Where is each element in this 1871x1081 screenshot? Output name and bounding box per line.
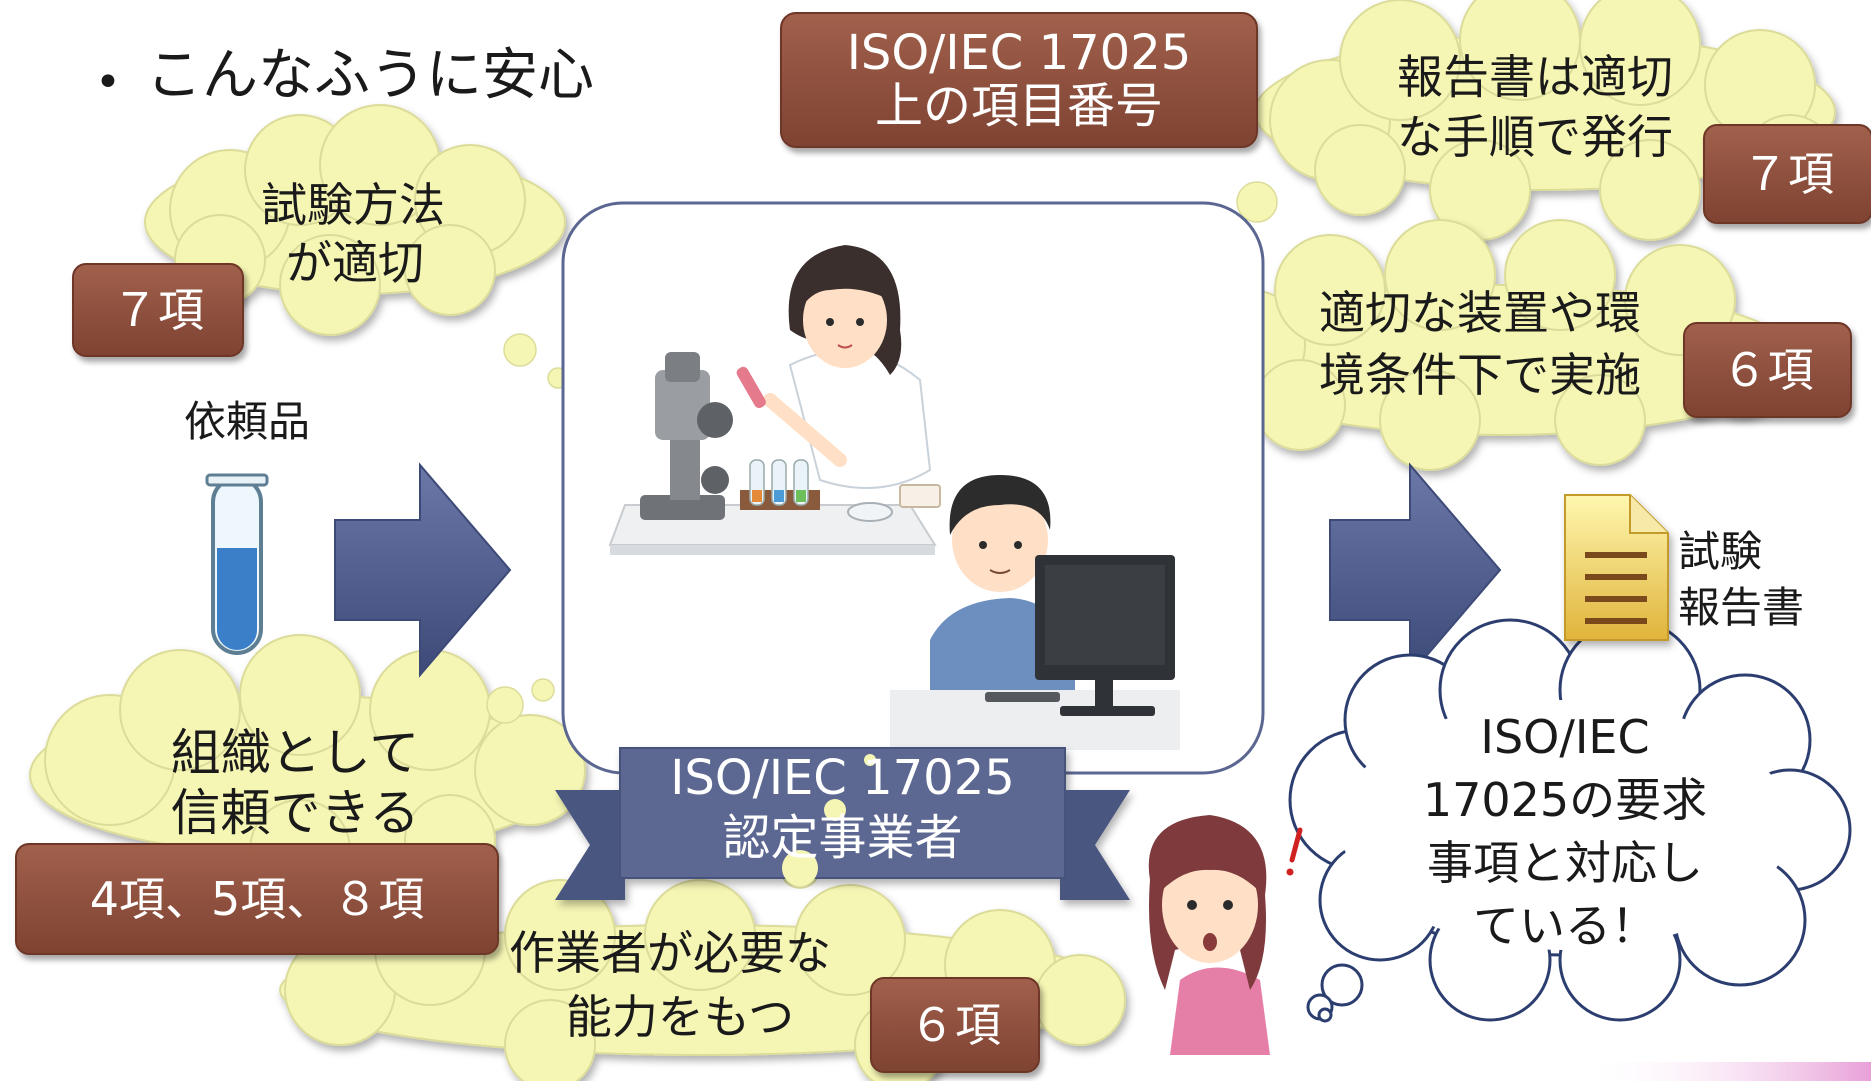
report-label-line1: 試験 — [1678, 527, 1763, 576]
sample-label: 依頼品 — [183, 397, 310, 446]
output-arrow — [1329, 462, 1502, 678]
thought-line1: ISO/IEC — [1480, 710, 1650, 764]
report-document-icon — [1564, 494, 1669, 641]
report-line2: な手順で発行 — [1397, 110, 1673, 164]
organization-line1: 組織として — [170, 724, 420, 782]
equipment-line1: 適切な装置や環 — [1319, 286, 1641, 340]
equipment-line2: 境条件下で実施 — [1319, 348, 1641, 402]
thought-cloud-fill — [1340, 700, 1790, 950]
corner-accent — [1580, 1062, 1871, 1081]
cloud-method — [144, 104, 566, 336]
scientist-woman-icon — [736, 245, 932, 489]
iso-item-number-header: ISO/IEC 17025 上の項目番号 — [780, 12, 1258, 148]
method-badge: ７項 — [72, 263, 244, 357]
input-arrow — [334, 462, 512, 678]
report-line1: 報告書は適切 — [1397, 50, 1673, 104]
organization-line2: 信頼できる — [170, 784, 420, 842]
iso-header-line2: 上の項目番号 — [874, 78, 1163, 134]
ribbon-line1: ISO/IEC 17025 — [670, 750, 1015, 806]
thought-line2: 17025の要求 — [1422, 773, 1708, 827]
test-tube-rack-icon — [740, 459, 820, 510]
ribbon-bubbles — [782, 754, 876, 886]
organization-badge: 4項、5項、８項 — [15, 843, 499, 955]
petri-dish-icon — [847, 484, 941, 522]
microscope-icon — [640, 352, 733, 520]
title-bullet: • — [95, 57, 121, 108]
iso-header-line1: ISO/IEC 17025 — [846, 25, 1192, 82]
thought-bubbles — [1306, 963, 1364, 1023]
cloud-report — [1254, 0, 1836, 241]
personnel-line2: 能力をもつ — [565, 990, 795, 1044]
personnel-badge: ６項 — [870, 977, 1040, 1073]
girl-icon — [1148, 815, 1303, 1055]
method-line1: 試験方法 — [261, 178, 445, 232]
ribbon-line2: 認定事業者 — [722, 810, 963, 866]
test-tube-icon — [205, 473, 269, 655]
method-line2: が適切 — [286, 236, 424, 290]
personnel-line1: 作業者が必要な — [509, 926, 831, 980]
page-title: こんなふうに安心 — [146, 43, 594, 108]
thought-line4: ている！ — [1473, 899, 1657, 953]
equipment-badge: ６項 — [1683, 322, 1852, 418]
thought-line3: 事項と対応し — [1427, 836, 1703, 890]
report-badge: ７項 — [1703, 124, 1871, 224]
computer-icon — [985, 555, 1175, 716]
report-label-line2: 報告書 — [1678, 583, 1805, 632]
